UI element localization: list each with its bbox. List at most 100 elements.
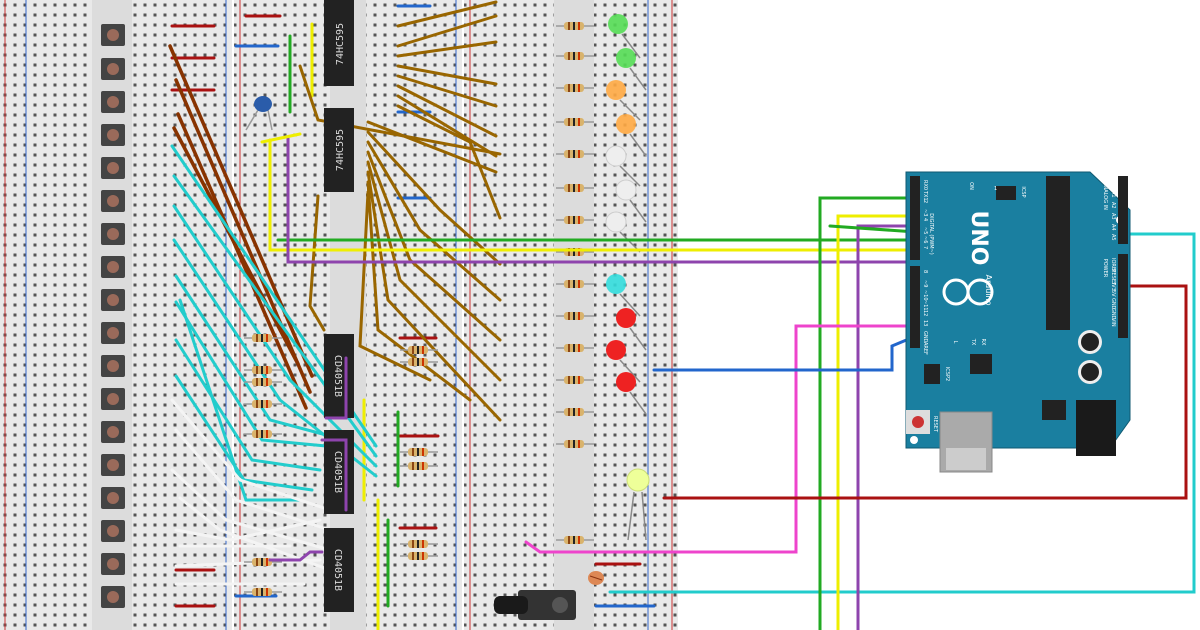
resistor [556,52,594,60]
pin-label: A1 [1110,191,1116,198]
digital-pin-labels-bottom: 8 ~9 ~10 ~11 12 13 GND AREF [922,270,928,355]
pin-label: RESET [1110,269,1116,286]
arduino-uno-board: UNO Arduino DIGITAL (PWM~) ANALOG IN POW… [905,171,1131,473]
arduino-wires [260,132,1188,630]
pin-label: 13 [922,320,928,326]
rx-label: RX [980,339,986,346]
push-button [101,487,125,509]
on-label: ON [968,182,974,190]
wire-green-2 [818,196,918,630]
push-button [101,355,125,377]
push-button [101,388,125,410]
power-label: POWER [1102,259,1108,278]
shift-register-chip-1: 74HC595 [324,0,354,86]
board-brand: Arduino [984,275,993,306]
wire-purple-2 [856,224,918,630]
wire-green-3 [828,224,918,234]
atmega-chip [1046,176,1070,330]
resistors [244,22,594,596]
resistor [556,376,594,384]
wire-yellow-2 [260,132,302,144]
digital-label: DIGITAL (PWM~) [928,213,934,255]
resistor [556,344,594,352]
resistor [556,184,594,192]
tx-label: TX [970,338,976,346]
pin-label: 7 [922,246,928,249]
digital-header-top [910,176,920,260]
pin-label: A5 [1110,234,1116,241]
pin-label: IOREF [1110,258,1116,273]
chip-label: CD4051B [332,355,343,397]
photoresistor [588,571,604,585]
pin-label: TX1 [922,190,928,201]
power-header [1118,254,1128,338]
push-button [101,454,125,476]
pin-label: 2 [922,200,928,203]
led-cyan [606,274,641,317]
resistor [244,400,282,408]
pin-label: GND [1110,308,1116,320]
led-white [605,145,641,187]
push-button [101,520,125,542]
wire-yellow-1 [268,138,918,252]
pin-label: ~10 [922,290,928,301]
resistor [244,588,282,596]
pin-label: 4 [922,218,928,221]
purple-wires-board [268,356,348,562]
resistor [556,408,594,416]
pin-label: AREF [922,342,928,355]
shift-register-chip-2: 74HC595 [324,108,354,192]
rail-jumpers [170,4,656,630]
voltage-regulator [1042,400,1066,420]
usb-chip [970,354,992,374]
push-button [101,91,125,113]
pin-label: 12 [922,310,928,316]
led-green [616,48,647,91]
pin-label: A2 [1110,202,1116,209]
icsp-header [996,186,1016,200]
resistor [556,312,594,320]
push-button [101,322,125,344]
pin-label: GND [922,331,928,343]
icsp-label: ICSP [1020,186,1026,197]
push-button [101,223,125,245]
pin-label: ~11 [922,300,928,311]
l-label: L [952,341,958,344]
resistor [244,430,282,438]
push-button [101,289,125,311]
analog-header [1118,176,1128,244]
led-red [616,372,647,415]
potentiometer [494,590,576,620]
resistor [556,280,594,288]
wire-yellow-3 [836,214,918,630]
multiplexer-chip-2: CD4051B [324,430,354,514]
chip-label: CD4051B [332,451,343,493]
resistor [556,84,594,92]
icsp2-label: ICSP2 [944,367,950,381]
ceramic-capacitor [245,96,273,131]
chip-label: 74HC595 [335,129,346,171]
pin-label: 8 [922,270,928,273]
resistor [244,558,282,566]
push-button-column [101,24,125,608]
resistor [400,540,438,548]
resistor [556,22,594,30]
pin-label: A0 [1110,180,1116,187]
reset-label: RESET [932,416,938,433]
pin-label: 5V [1110,290,1116,297]
analog-label: ANALOG IN [1102,182,1108,210]
pin-label: A3 [1110,213,1116,220]
brown-wires [298,0,502,422]
resistor [556,440,594,448]
push-button [101,58,125,80]
analog-pin-labels: A0 A1 A2 A3 A4 A5 [1110,180,1116,241]
pin-label: ~5 [922,227,928,234]
led-white [615,179,647,223]
resistor [400,346,438,354]
pin-label: ~9 [922,280,928,287]
chip-label: 74HC595 [335,23,346,65]
white-wires [170,398,332,586]
power-pin-labels: IOREF RESET 3V3 5V GND GND VIN [1110,258,1116,327]
led-column [605,14,650,541]
